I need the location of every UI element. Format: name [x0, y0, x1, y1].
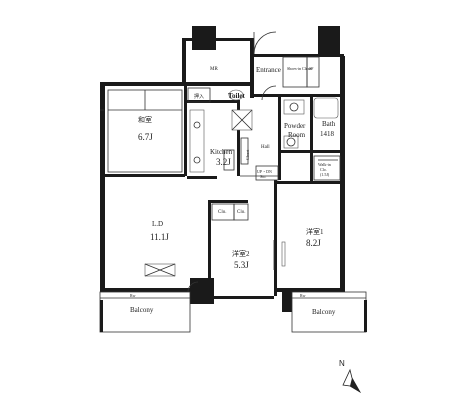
bath-label: Bath	[322, 120, 336, 128]
interior-walls	[105, 86, 341, 296]
powder-label-1: Powder	[284, 122, 306, 130]
kitchen-size: 3.2J	[216, 157, 231, 167]
rw-left-label: Rw	[130, 293, 136, 298]
bath-size: 1418	[320, 130, 335, 138]
youshitsu2-label: 洋室2	[232, 249, 250, 258]
mr-label: MR	[210, 67, 218, 72]
updn-label-1: UP・DN	[257, 169, 272, 174]
walkin-label-1: Walk-in	[318, 162, 331, 167]
north-arrow-icon: N	[339, 359, 362, 394]
balcony-left-label: Balcony	[130, 306, 154, 314]
walkin-label-2: Clo.	[320, 167, 327, 172]
toilet-label: Toilet	[228, 92, 246, 100]
updn-label-2: Sto.	[260, 174, 266, 179]
washitsu-label: 和室	[138, 115, 152, 124]
shoes-closet-label: Shoes-in Closet	[287, 66, 313, 71]
youshitsu1-size: 8.2J	[306, 238, 321, 248]
kitchen-label: Kitchen	[210, 148, 233, 156]
oshiire-label: 押入	[194, 93, 204, 100]
youshitsu1-label: 洋室1	[306, 227, 324, 236]
sf-label: SF	[309, 66, 314, 71]
hall-label: Hall	[261, 145, 270, 150]
ld-label: L.D	[152, 220, 163, 228]
rw-right-label: Rw	[300, 293, 306, 298]
walkin-label-3: (1.5J)	[320, 172, 330, 177]
powder-label-2: Room	[288, 131, 306, 139]
washitsu-size: 6.7J	[138, 132, 153, 142]
north-label: N	[339, 359, 345, 368]
clo-a-label: Clo.	[218, 210, 226, 215]
fixtures	[99, 31, 367, 333]
closet-label: Closet	[245, 149, 250, 160]
youshitsu2-size: 5.3J	[234, 260, 249, 270]
balcony-right-label: Balcony	[312, 308, 336, 316]
clo-b-label: Clo.	[237, 210, 245, 215]
ld-size: 11.1J	[150, 232, 169, 242]
entrance-label: Entrance	[256, 66, 281, 74]
